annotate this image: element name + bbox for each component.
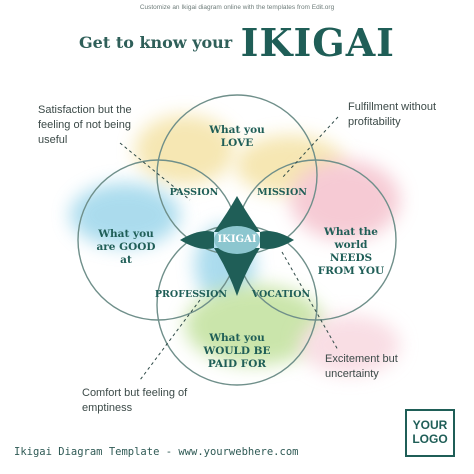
love-label: What you LOVE: [209, 124, 265, 150]
footer-text: Ikigai Diagram Template - www.yourwebher…: [14, 446, 299, 458]
ikigai-center-label: IKIGAI: [217, 234, 257, 245]
petal-bottom: [214, 248, 260, 296]
top-note: Customize an Ikigai diagram online with …: [139, 4, 335, 11]
profession-label: PROFESSION: [154, 289, 228, 300]
mission-label: MISSION: [257, 187, 307, 198]
pointer-bottom-left: [139, 299, 201, 381]
annotation-bottom-right: Excitement but uncertainty: [325, 353, 398, 380]
passion-label: PASSION: [169, 187, 219, 198]
wash-green-bottom: [185, 285, 325, 365]
title-main: IKIGAI: [240, 20, 395, 65]
wash-yellow-left: [135, 115, 235, 185]
annotation-bottom-left: Comfort but feeling of emptiness: [82, 387, 188, 414]
wash-pink-bottom: [300, 315, 400, 375]
center-petals: [180, 196, 294, 296]
good-at-label: What you are GOOD at: [96, 228, 156, 267]
petal-left: [180, 231, 214, 249]
world-needs-label: What the world NEEDS FROM YOU: [317, 226, 385, 278]
pointer-bottom-right: [281, 251, 339, 351]
annotation-top-left: Satisfaction but the feeling of not bein…: [38, 104, 132, 146]
vocation-label: VOCATION: [251, 289, 311, 300]
logo-line-2: LOGO: [412, 431, 448, 446]
logo-placeholder[interactable]: YOUR LOGO: [405, 409, 455, 457]
petal-right: [260, 231, 294, 249]
wash-blue-left: [70, 183, 180, 247]
title-prefix: Get to know your: [79, 33, 233, 52]
annotation-top-right: Fulfillment without profitability: [348, 101, 437, 128]
logo-line-1: YOUR: [412, 418, 448, 432]
petal-top: [214, 196, 260, 232]
page-title: Get to know your IKIGAI: [0, 20, 474, 65]
paid-for-label: What you WOULD BE PAID FOR: [203, 332, 271, 371]
pointer-top-right: [281, 116, 339, 179]
center-ellipse: [214, 226, 260, 254]
pointer-lines: [119, 116, 339, 381]
